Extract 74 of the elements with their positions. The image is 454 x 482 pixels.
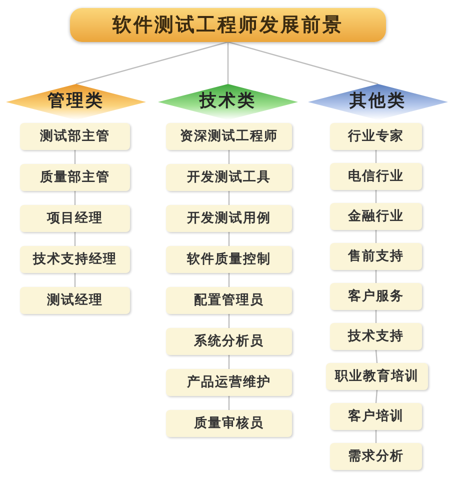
role-box (20, 246, 130, 273)
category-label: 其他类 (350, 90, 406, 114)
category-label: 管理类 (48, 90, 104, 114)
title-banner (70, 8, 386, 42)
role-box (330, 163, 422, 190)
role-box (330, 283, 422, 310)
role-box (20, 164, 130, 191)
connector-line (74, 232, 76, 246)
connector-line (228, 396, 230, 410)
connector-line (74, 150, 76, 164)
role-label: 软件质量控制 (187, 250, 271, 269)
role-box (330, 443, 422, 470)
role-label: 开发测试用例 (187, 210, 271, 228)
role-box (166, 328, 292, 355)
category-diamond (158, 84, 298, 120)
connector-line (228, 355, 230, 369)
connector-line (375, 430, 377, 443)
connector-line (228, 273, 230, 287)
category-label: 技术类 (200, 90, 256, 114)
role-label: 配置管理员 (194, 292, 264, 310)
role-box (166, 123, 292, 150)
role-label: 需求分析 (348, 448, 404, 466)
role-box (166, 287, 292, 314)
role-label: 测试部主管 (40, 128, 110, 146)
role-box (166, 164, 292, 191)
role-label: 测试经理 (47, 292, 103, 310)
role-label: 售前支持 (348, 248, 404, 266)
role-label: 电信行业 (348, 168, 404, 186)
role-box (330, 323, 422, 350)
role-label: 客户服务 (348, 288, 404, 306)
connector-line (375, 390, 378, 404)
role-label: 质量部主管 (40, 168, 110, 187)
role-label: 项目经理 (47, 210, 103, 228)
role-label: 技术支持经理 (33, 250, 117, 269)
connector-line (74, 191, 76, 205)
role-box (330, 203, 422, 230)
connector-line (227, 42, 229, 84)
role-box (166, 369, 292, 396)
connector-line (76, 41, 228, 85)
role-label: 系统分析员 (194, 332, 264, 351)
role-box (326, 363, 428, 390)
connector-line (228, 191, 230, 205)
role-box (166, 410, 292, 437)
role-box (166, 205, 292, 232)
category-diamond (308, 84, 448, 120)
role-label: 质量审核员 (194, 414, 264, 433)
connector-line (375, 310, 377, 323)
connector-line (375, 190, 377, 203)
role-label: 产品运营维护 (187, 374, 271, 392)
connector-line (228, 41, 378, 85)
title-text: 软件测试工程师发展前景 (112, 12, 344, 38)
role-box (330, 123, 422, 150)
connector-line (375, 350, 378, 364)
role-box (330, 243, 422, 270)
category-diamond (6, 84, 146, 120)
role-box (20, 205, 130, 232)
connector-line (228, 232, 230, 246)
role-box (166, 246, 292, 273)
role-label: 行业专家 (348, 128, 404, 146)
role-box (20, 123, 130, 150)
role-label: 开发测试工具 (187, 168, 271, 187)
connector-line (228, 314, 230, 328)
role-label: 金融行业 (348, 208, 404, 226)
role-label: 客户培训 (348, 408, 404, 426)
connector-line (375, 230, 377, 243)
role-label: 职业教育培训 (335, 368, 419, 386)
connector-line (375, 150, 377, 163)
connector-line (228, 150, 230, 164)
connector-line (74, 273, 76, 287)
role-box (330, 403, 422, 430)
role-box (20, 287, 130, 314)
role-label: 资深测试工程师 (180, 128, 278, 146)
role-label: 技术支持 (348, 328, 404, 346)
connector-line (375, 270, 377, 283)
